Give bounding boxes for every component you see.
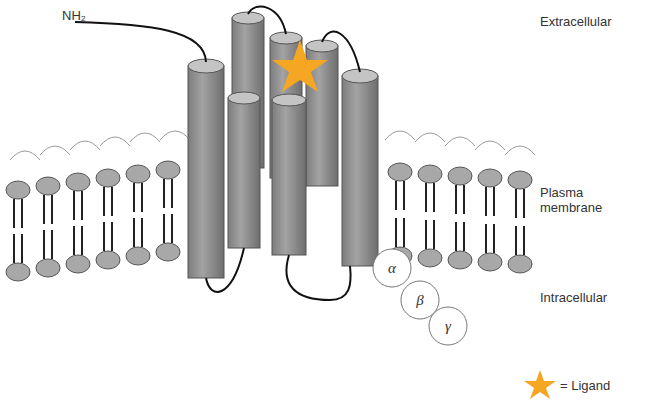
g-protein-subunit: γ [428,306,468,346]
lipid-bilayer [6,161,532,281]
subunit-label: β [416,292,423,309]
region-label: Extracellular [540,14,650,29]
g-protein-subunit: α [372,248,412,288]
terminus-label: NH₂ [62,8,102,23]
legend-star [524,370,556,399]
subunit-label: α [388,260,396,277]
subunit-label: γ [445,318,451,335]
ligand-star [272,40,328,92]
region-label: Plasma membrane [540,185,620,215]
region-label: Intracellular [540,290,650,305]
legend-text: = Ligand [560,378,650,393]
receptor-helices [188,12,378,278]
receptor-loops [75,6,360,300]
